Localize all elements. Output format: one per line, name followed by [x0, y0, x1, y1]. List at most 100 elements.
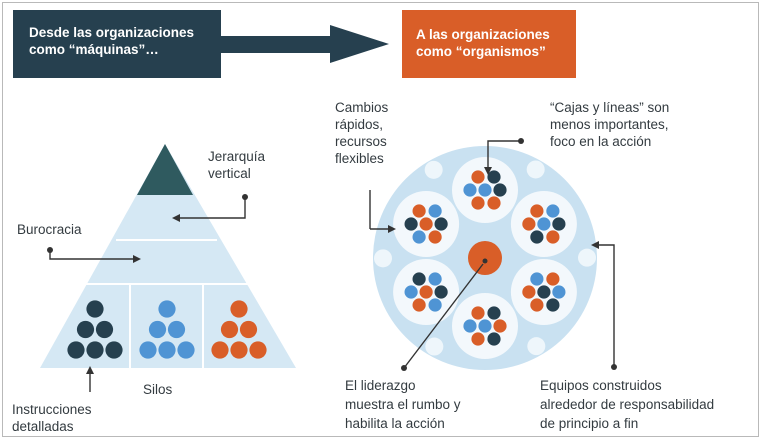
team-4-dot [487, 332, 501, 346]
team-6-dot [404, 217, 418, 231]
team-6-dot [428, 204, 442, 218]
silo-3-dot [239, 320, 258, 339]
boxes-label: “Cajas y líneas” son menos importantes, … [550, 99, 669, 150]
team-3-dot [530, 298, 544, 312]
team-1-dot [463, 183, 477, 197]
team-4-dot [478, 319, 492, 333]
team-1-dot [487, 196, 501, 210]
silo-3-dot [230, 341, 248, 359]
from-machines-box: Desde las organizaciones como “máquinas”… [13, 10, 221, 78]
leadership-label: El liderazgo muestra el rumbo y habilita… [345, 376, 461, 433]
leadership-label-line2: muestra el rumbo y [345, 397, 461, 412]
leadership-connector [401, 258, 488, 371]
diagram-frame [2, 2, 759, 437]
changes-connector [369, 190, 396, 233]
from-machines-line2: como “máquinas”… [29, 42, 159, 57]
team-5-dot [428, 298, 442, 312]
teams-label-line2: alrededor de responsabilidad [540, 397, 715, 412]
instructions-connector [86, 366, 94, 392]
hierarchy-label-line1: Jerarquía [208, 149, 266, 164]
team-3-dot [530, 272, 544, 286]
instructions-label: Instrucciones detalladas [12, 401, 92, 435]
silos-label: Silos [143, 382, 173, 397]
team-2-dot [546, 230, 560, 244]
team-4-dot [471, 306, 485, 320]
teams-label-line3: de principio a fin [540, 416, 639, 431]
teams-connector [591, 241, 617, 370]
silo-2-dot [158, 341, 176, 359]
team-5-dot [404, 285, 418, 299]
team-6-dot [419, 217, 433, 231]
organism-bubble [577, 248, 596, 267]
team-2-dot [522, 217, 536, 231]
teams-label-line1: Equipos construidos [540, 378, 662, 393]
team-3-dot [522, 285, 536, 299]
team-2-dot [537, 217, 551, 231]
to-organisms-box: A las organizaciones como “organismos” [402, 10, 576, 78]
silo-2-dot [139, 341, 157, 359]
team-4-dot [487, 306, 501, 320]
bureaucracy-connector [47, 247, 141, 263]
team-3-dot [546, 298, 560, 312]
silo-2-dot [167, 320, 186, 339]
changes-label-line1: Cambios [335, 100, 389, 115]
team-1-dot [471, 170, 485, 184]
team-6-dot [434, 217, 448, 231]
hierarchy-connector [172, 194, 248, 222]
leadership-label-line3: habilita la acción [345, 416, 445, 431]
bureaucracy-label: Burocracia [17, 222, 82, 237]
silo-1-dot [86, 300, 104, 318]
team-3-dot [546, 272, 560, 286]
team-6-dot [412, 230, 426, 244]
transition-arrow [221, 25, 389, 63]
team-5-dot [412, 272, 426, 286]
instructions-label-line1: Instrucciones [12, 402, 92, 417]
silo-1-dot [67, 341, 85, 359]
silo-3-dot [230, 300, 248, 318]
organism-bubble [425, 337, 444, 356]
silo-1-dot [95, 320, 114, 339]
silo-2-dot [177, 341, 195, 359]
organism-bubble [424, 160, 443, 179]
team-2-dot [552, 217, 566, 231]
silo-2-dot [158, 300, 176, 318]
team-6-dot [428, 230, 442, 244]
organism-team-lobes [374, 157, 596, 359]
hierarchy-label: Jerarquía vertical [208, 148, 265, 182]
boxes-label-line3: foco en la acción [550, 134, 652, 149]
silo-3-dot [220, 320, 239, 339]
silo-dot-groups [67, 300, 267, 359]
team-4-dot [463, 319, 477, 333]
team-5-dot [428, 272, 442, 286]
silo-1-dot [76, 320, 95, 339]
leadership-core [468, 241, 502, 275]
team-4-dot [493, 319, 507, 333]
to-organisms-line2: como “organismos” [416, 44, 546, 59]
instructions-label-line2: detalladas [12, 419, 74, 434]
from-machines-line1: Desde las organizaciones [29, 25, 195, 40]
team-5-dot [419, 285, 433, 299]
changes-label-line4: flexibles [335, 151, 384, 166]
pyramid-apex [137, 144, 193, 195]
team-1-dot [471, 196, 485, 210]
team-3-dot [537, 285, 551, 299]
team-6-dot [412, 204, 426, 218]
silo-3-dot [249, 341, 267, 359]
changes-label-line2: rápidos, [335, 117, 384, 132]
team-3-dot [552, 285, 566, 299]
silo-1-dot [86, 341, 104, 359]
team-1-dot [493, 183, 507, 197]
team-2-dot [546, 204, 560, 218]
team-1-dot [487, 170, 501, 184]
silo-1-dot [105, 341, 123, 359]
to-organisms-line1: A las organizaciones [416, 27, 550, 42]
silo-3-dot [211, 341, 229, 359]
team-5-dot [434, 285, 448, 299]
team-4-dot [471, 332, 485, 346]
organism-bubble [527, 337, 546, 356]
changes-label: Cambios rápidos, recursos flexibles [335, 99, 388, 167]
organism-bubble [374, 249, 393, 268]
team-2-dot [530, 230, 544, 244]
hierarchy-label-line2: vertical [208, 166, 251, 181]
